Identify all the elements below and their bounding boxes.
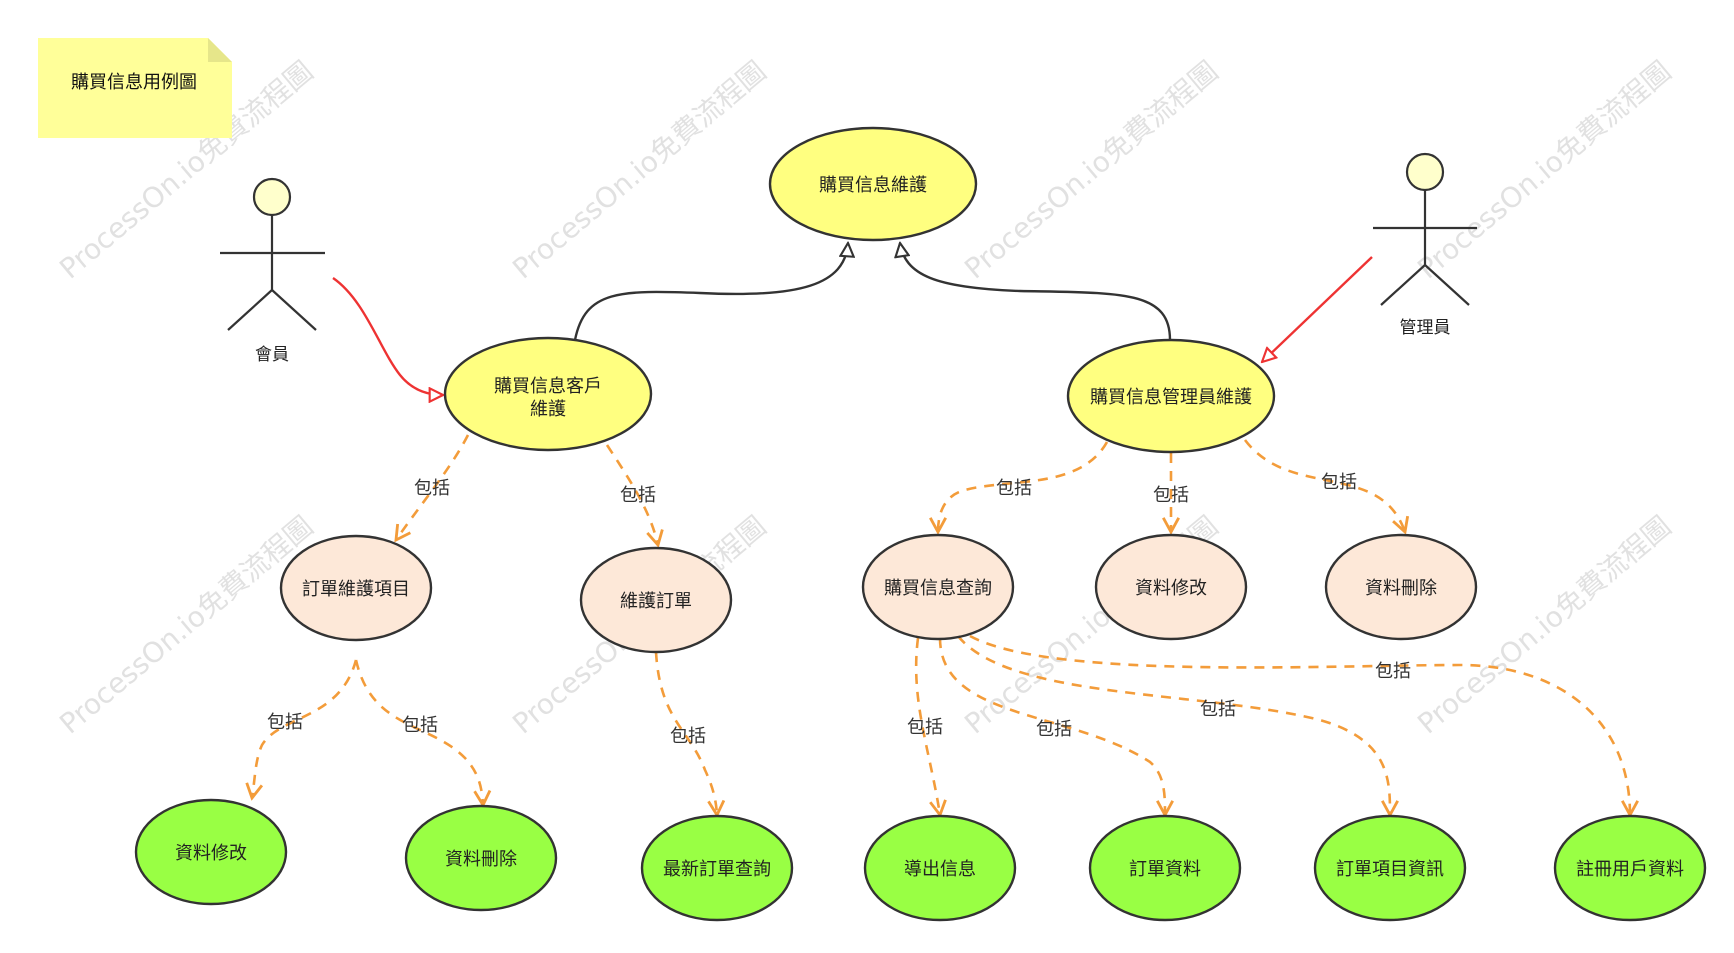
usecase-label: 導出信息 xyxy=(904,859,976,880)
include-label: 包括 xyxy=(670,726,706,747)
usecase-delete-cust[interactable]: 資料刪除 xyxy=(404,804,558,912)
association-admin xyxy=(1262,256,1373,362)
usecase-edit-admin[interactable]: 資料修改 xyxy=(1094,533,1248,641)
include-admin-query xyxy=(938,441,1109,532)
usecase-shape xyxy=(134,798,288,906)
watermark: ProcessOn.io免費流程圖 xyxy=(1411,55,1677,286)
usecase-label: 資料刪除 xyxy=(445,849,517,870)
usecase-shape xyxy=(863,814,1017,922)
note-fold xyxy=(208,38,232,62)
usecase-label: 資料刪除 xyxy=(1365,578,1437,599)
usecase-root[interactable]: 購買信息維護 xyxy=(768,126,978,242)
usecase-shape xyxy=(443,336,653,452)
association-member xyxy=(332,277,443,395)
usecase-label: 購買信息查詢 xyxy=(884,578,992,599)
usecase-shape xyxy=(579,546,733,654)
usecase-label: 購買信息管理員維護 xyxy=(1090,387,1252,408)
usecase-admin[interactable]: 購買信息管理員維護 xyxy=(1066,338,1276,454)
usecase-register-user[interactable]: 註冊用戶資料 xyxy=(1553,814,1707,922)
include-label: 包括 xyxy=(907,717,943,738)
usecase-info-query[interactable]: 購買信息查詢 xyxy=(861,533,1015,641)
usecase-order-item-maint[interactable]: 訂單維護項目 xyxy=(279,534,433,642)
usecase-export-info[interactable]: 導出信息 xyxy=(863,814,1017,922)
usecase-label: 訂單項目資訊 xyxy=(1336,859,1444,880)
usecase-shape xyxy=(1066,338,1276,454)
diagram-title: 購買信息用例圖 xyxy=(71,72,197,93)
actor-leg-right xyxy=(1424,264,1470,306)
usecase-shape xyxy=(1088,814,1242,922)
usecase-delete-admin[interactable]: 資料刪除 xyxy=(1324,533,1478,641)
actor-links xyxy=(332,256,1373,395)
include-query-register xyxy=(969,634,1630,815)
include-label: 包括 xyxy=(1375,661,1411,682)
usecase-shape xyxy=(1553,814,1707,922)
usecase-label: 購買信息維護 xyxy=(819,175,927,196)
include-orderitem-delete xyxy=(354,659,483,805)
usecase-label-line1: 購買信息客戶 xyxy=(494,376,602,397)
include-orderitem-edit xyxy=(252,659,358,798)
include-query-export xyxy=(914,637,940,815)
actor-admin[interactable]: 管理員 xyxy=(1373,152,1477,338)
actor-member[interactable]: 會員 xyxy=(220,177,325,365)
actor-leg-right xyxy=(271,289,317,331)
watermark: ProcessOn.io免費流程圖 xyxy=(506,55,772,286)
title-note[interactable]: 購買信息用例圖 xyxy=(38,38,232,138)
generalization-links xyxy=(573,243,1172,341)
include-label: 包括 xyxy=(402,715,438,736)
include-label: 包括 xyxy=(1036,719,1072,740)
usecase-label: 訂單資料 xyxy=(1129,859,1201,880)
usecase-shape xyxy=(640,814,794,922)
usecase-customer[interactable]: 購買信息客戶 維護 xyxy=(443,336,653,452)
include-label: 包括 xyxy=(1200,699,1236,720)
watermark: ProcessOn.io免費流程圖 xyxy=(53,510,319,741)
usecase-label: 資料修改 xyxy=(175,843,247,864)
usecase-shape xyxy=(1313,814,1467,922)
usecase-shape xyxy=(279,534,433,642)
usecase-order-item-info[interactable]: 訂單項目資訊 xyxy=(1313,814,1467,922)
usecase-label: 最新訂單查詢 xyxy=(663,859,771,880)
include-labels: 包括 包括 包括 包括 包括 包括 包括 包括 包括 包括 包括 包括 xyxy=(267,472,1411,747)
actor-leg-left xyxy=(1380,264,1426,306)
usecase-shape xyxy=(1094,533,1248,641)
generalization-admin-to-root xyxy=(900,243,1172,341)
include-customer-order-maint xyxy=(605,444,658,545)
generalization-customer-to-root xyxy=(573,243,848,341)
usecase-order-data[interactable]: 訂單資料 xyxy=(1088,814,1242,922)
usecase-label: 維護訂單 xyxy=(620,591,692,612)
include-label: 包括 xyxy=(414,478,450,499)
usecase-latest-order-query[interactable]: 最新訂單查詢 xyxy=(640,814,794,922)
include-customer-order-item xyxy=(396,434,470,540)
actor-head xyxy=(252,177,292,217)
include-label: 包括 xyxy=(1321,472,1357,493)
watermark: ProcessOn.io免費流程圖 xyxy=(958,55,1224,286)
usecase-label: 註冊用戶資料 xyxy=(1576,859,1684,880)
include-links xyxy=(252,434,1630,815)
include-label: 包括 xyxy=(996,478,1032,499)
actor-leg-left xyxy=(227,289,273,331)
usecase-label-line2: 維護 xyxy=(530,399,566,420)
usecase-shape xyxy=(404,804,558,912)
include-query-orderitem xyxy=(956,635,1390,815)
usecase-edit-cust[interactable]: 資料修改 xyxy=(134,798,288,906)
usecase-label: 訂單維護項目 xyxy=(302,579,410,600)
note-body xyxy=(38,38,232,138)
usecase-label: 資料修改 xyxy=(1135,578,1207,599)
include-label: 包括 xyxy=(620,485,656,506)
usecase-shape xyxy=(1324,533,1478,641)
usecase-shape xyxy=(861,533,1015,641)
include-ordermaint-latest xyxy=(654,651,717,815)
usecase-shape xyxy=(768,126,978,242)
actor-label-member: 會員 xyxy=(255,345,289,365)
actor-head xyxy=(1405,152,1445,192)
actor-label-admin: 管理員 xyxy=(1400,318,1451,338)
include-admin-delete xyxy=(1243,439,1405,532)
usecase-order-maint[interactable]: 維護訂單 xyxy=(579,546,733,654)
include-label: 包括 xyxy=(267,712,303,733)
include-label: 包括 xyxy=(1153,485,1189,506)
